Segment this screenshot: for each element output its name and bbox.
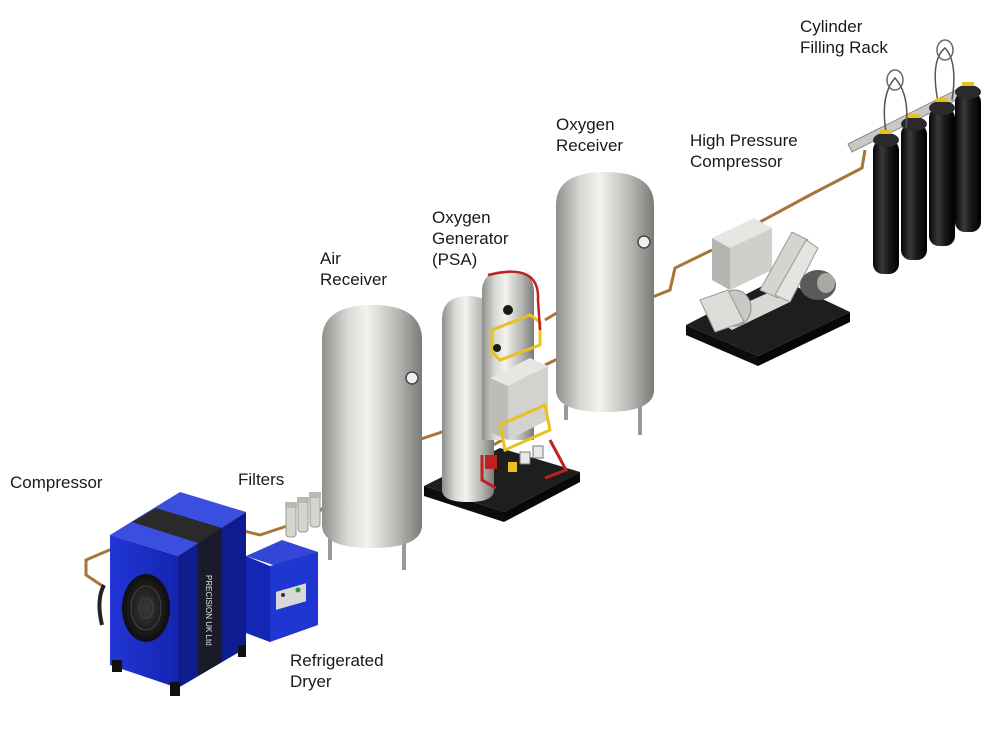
label-oxygen-receiver: Oxygen Receiver [556, 115, 624, 155]
pressure-gauge [637, 235, 651, 249]
fan-grille [122, 574, 170, 642]
gas-cylinder [929, 101, 955, 246]
compressor-brand-text: PRECISION UK Ltd [204, 575, 213, 646]
label-filters: Filters [238, 470, 285, 489]
gas-cylinder [901, 117, 927, 260]
label-refrigerated-dryer: Refrigerated Dryer [290, 651, 384, 691]
refrigerated-dryer [246, 540, 318, 642]
air-receiver-tank [322, 305, 422, 570]
oxygen-receiver-tank [556, 172, 654, 435]
label-oxygen-generator: Oxygen Generator (PSA) [432, 208, 509, 269]
label-high-pressure-compressor: High Pressure Compressor [690, 131, 798, 171]
cylinder-filling-rack [847, 39, 981, 274]
high-pressure-compressor [686, 218, 850, 366]
compressor-unit: PRECISION UK Ltd [97, 492, 246, 696]
label-air-receiver: Air Receiver [320, 249, 388, 289]
label-compressor: Compressor [10, 473, 103, 492]
gas-cylinder [873, 133, 899, 274]
label-cylinder-filling-rack: Cylinder Filling Rack [800, 17, 888, 57]
filters [285, 492, 321, 538]
oxygen-generator-psa [424, 270, 580, 522]
gas-cylinder [955, 85, 981, 232]
pressure-gauge [405, 371, 419, 385]
